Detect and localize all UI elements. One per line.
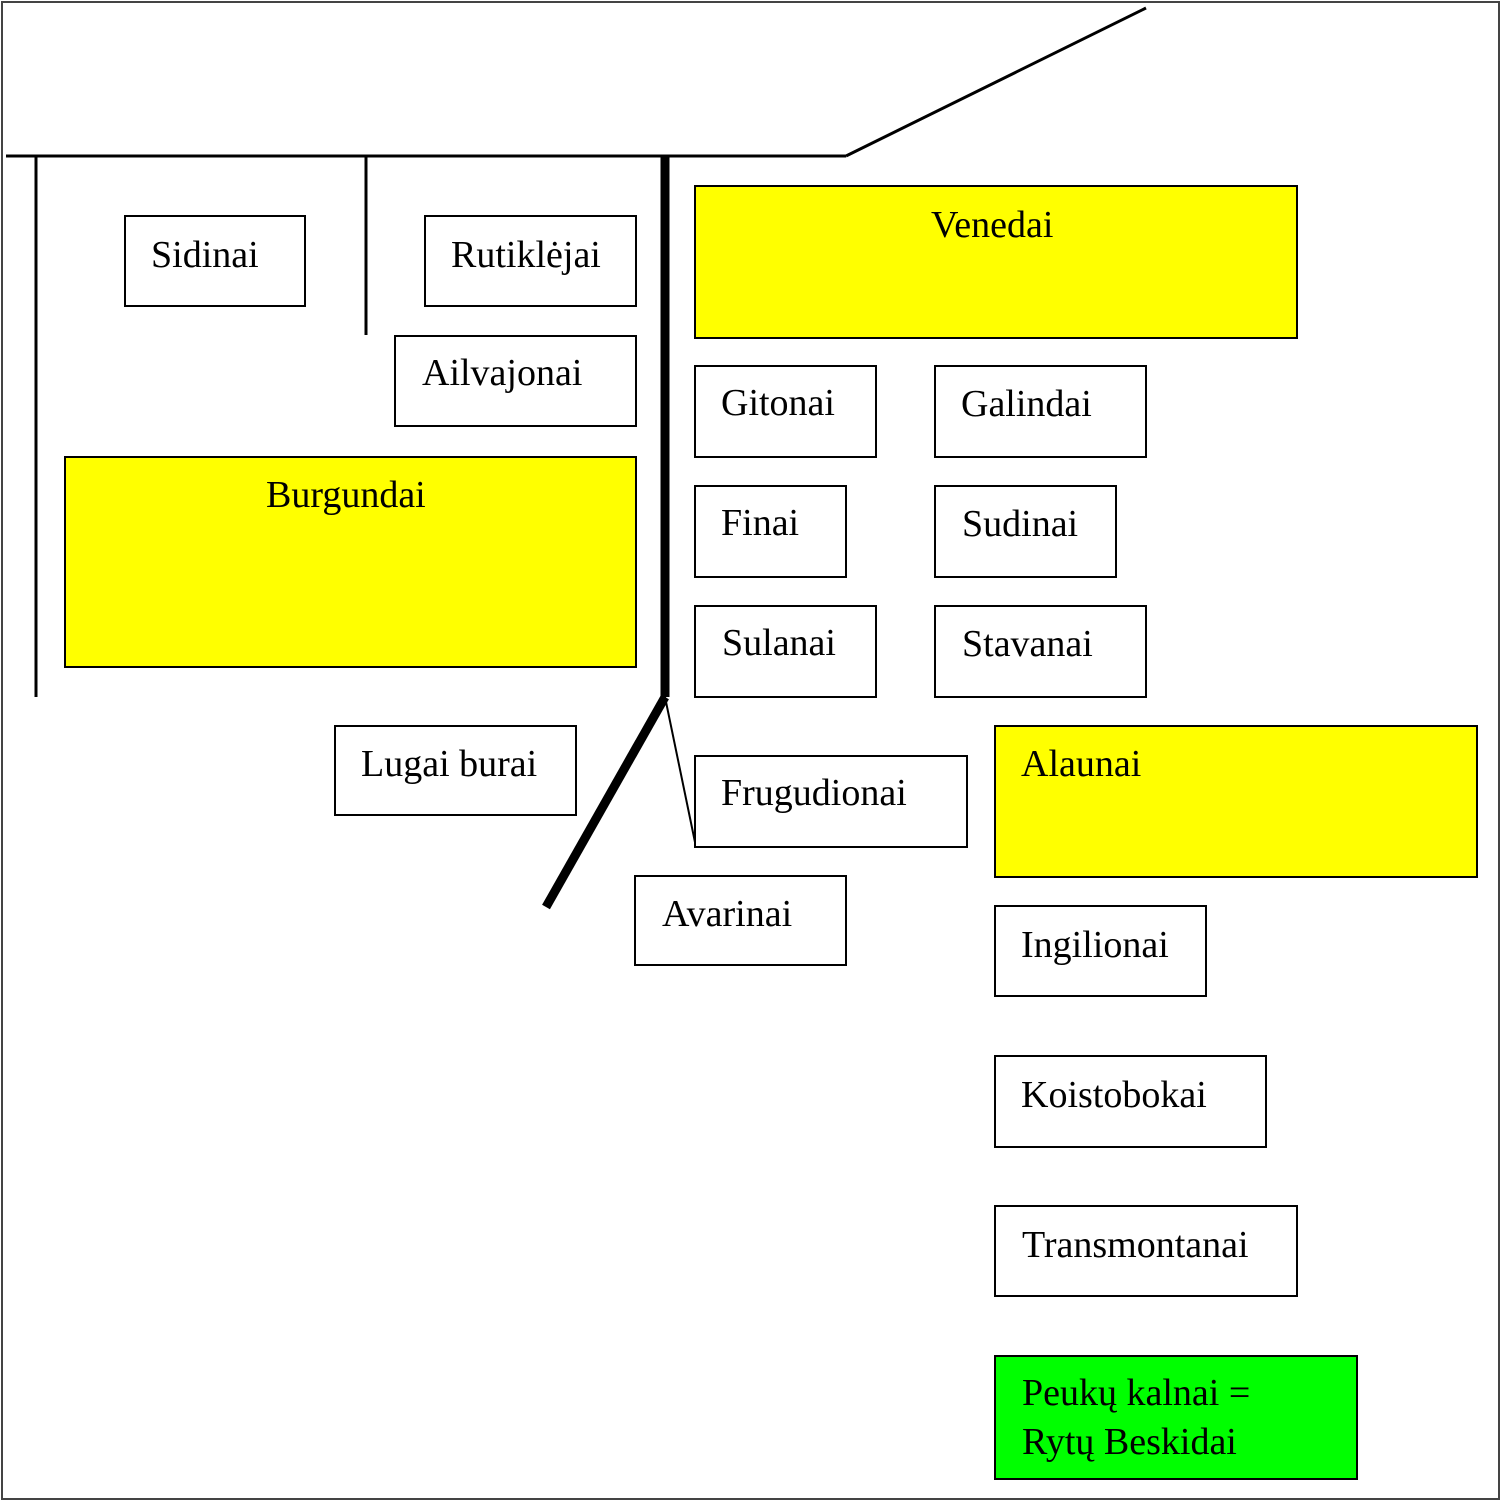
tribe-label-burgundai: Burgundai: [266, 474, 426, 516]
tribe-box-finai: Finai: [694, 485, 847, 578]
tribe-label-stavanai: Stavanai: [962, 623, 1093, 665]
vistula-branch-southeast: [664, 696, 697, 848]
tribe-label-ingilionai: Ingilionai: [1021, 924, 1169, 966]
tribe-box-sulanai: Sulanai: [694, 605, 877, 698]
tribe-box-avarinai: Avarinai: [634, 875, 847, 966]
tribe-box-rutiklejai: Rutiklėjai: [424, 215, 637, 307]
tribe-box-gitonai: Gitonai: [694, 365, 877, 458]
tribe-box-transmontanai: Transmontanai: [994, 1205, 1298, 1297]
mountains-label-line2: Rytų Beskidai: [1022, 1421, 1237, 1463]
tribe-label-ailvajonai: Ailvajonai: [422, 352, 583, 394]
tribe-box-koistobokai: Koistobokai: [994, 1055, 1267, 1148]
tribe-box-frugudionai: Frugudionai: [694, 755, 968, 848]
tribe-box-venedai: Venedai: [694, 185, 1298, 339]
tribe-box-ailvajonai: Ailvajonai: [394, 335, 637, 427]
tribe-label-avarinai: Avarinai: [662, 893, 793, 935]
tribe-box-galindai: Galindai: [934, 365, 1147, 458]
tribe-label-sudinai: Sudinai: [962, 503, 1079, 545]
tribe-box-sudinai: Sudinai: [934, 485, 1117, 578]
tribe-label-venedai: Venedai: [931, 204, 1054, 246]
mountains-box-peukai: Peukų kalnai = Rytų Beskidai: [994, 1355, 1358, 1480]
tribe-box-stavanai: Stavanai: [934, 605, 1147, 698]
vistula-branch-southwest: [542, 694, 669, 910]
coastline-diagonal: [845, 6, 1147, 158]
tribe-label-koistobokai: Koistobokai: [1021, 1074, 1207, 1116]
tribe-label-lugai-burai: Lugai burai: [361, 743, 538, 785]
tribe-label-rutiklejai: Rutiklėjai: [451, 234, 601, 276]
tribe-label-galindai: Galindai: [961, 383, 1092, 425]
tribe-label-transmontanai: Transmontanai: [1022, 1224, 1249, 1266]
tribe-box-ingilionai: Ingilionai: [994, 905, 1207, 997]
tribe-label-sidinai: Sidinai: [151, 234, 259, 276]
tribe-box-sidinai: Sidinai: [124, 215, 306, 307]
mountains-label-line1: Peukų kalnai =: [1022, 1372, 1251, 1414]
tribe-box-burgundai: Burgundai: [64, 456, 637, 668]
tribe-box-lugai-burai: Lugai burai: [334, 725, 577, 816]
tribe-label-frugudionai: Frugudionai: [721, 772, 907, 814]
tribe-box-alaunai: Alaunai: [994, 725, 1478, 878]
tribe-label-sulanai: Sulanai: [722, 622, 836, 664]
tribe-label-gitonai: Gitonai: [721, 382, 835, 424]
tribe-label-alaunai: Alaunai: [1021, 743, 1142, 785]
tribe-label-finai: Finai: [721, 502, 800, 544]
